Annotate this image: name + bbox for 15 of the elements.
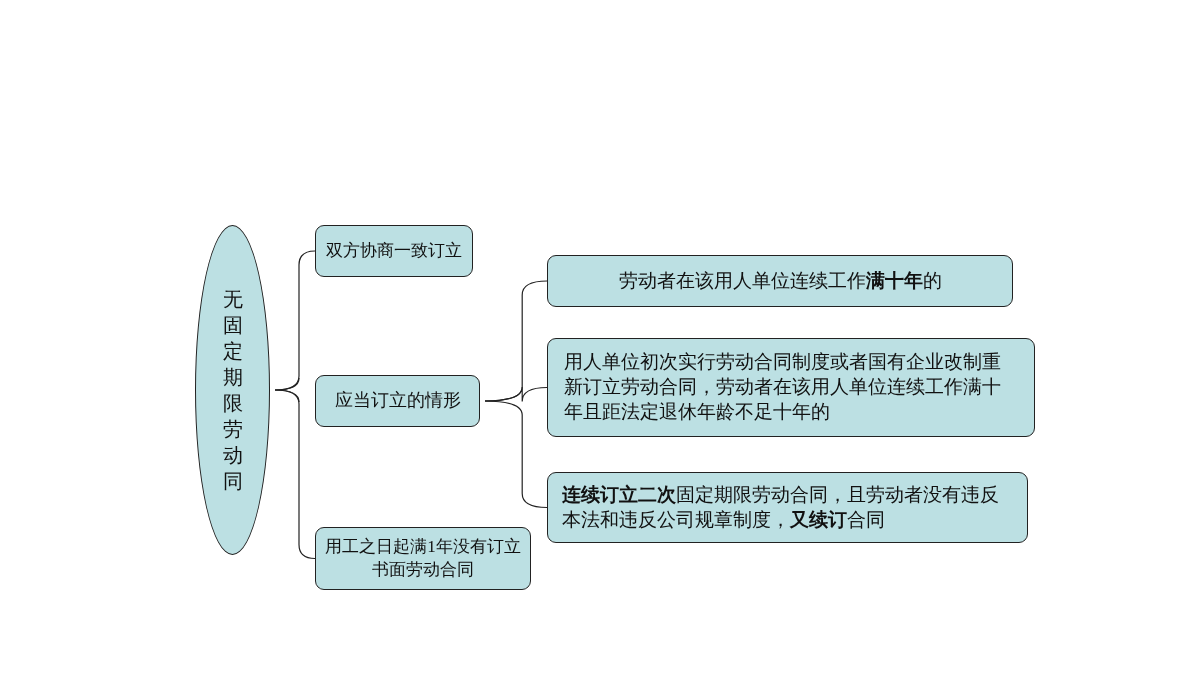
brace-connector <box>484 400 548 509</box>
topic-box <box>315 375 480 427</box>
node-text: 双方协商一致订立 <box>326 239 462 262</box>
node-text: 应当订立的情形 <box>334 389 461 413</box>
node-text: 无固定期限劳动同 <box>222 287 243 494</box>
topic-box <box>547 255 1013 307</box>
node-text: 用工之日起满1年没有订立书面劳动合同 <box>324 536 522 581</box>
brace-connector <box>274 389 316 560</box>
topic-box <box>547 472 1028 543</box>
node-text: 用人单位初次实行劳动合同制度或者国有企业改制重新订立劳动合同，劳动者在该用人单位连续工作满十年且距法定退休年龄不足十年的 <box>564 350 1002 424</box>
node-text: 劳动者在该用人单位连续工作满十年的 <box>618 268 942 293</box>
topic-box <box>547 338 1035 437</box>
topic-box <box>315 527 531 590</box>
topic-box <box>315 225 473 277</box>
node-text: 连续订立二次固定期限劳动合同，且劳动者没有违反本法和违反公司规章制度，又续订合同 <box>562 482 1000 532</box>
